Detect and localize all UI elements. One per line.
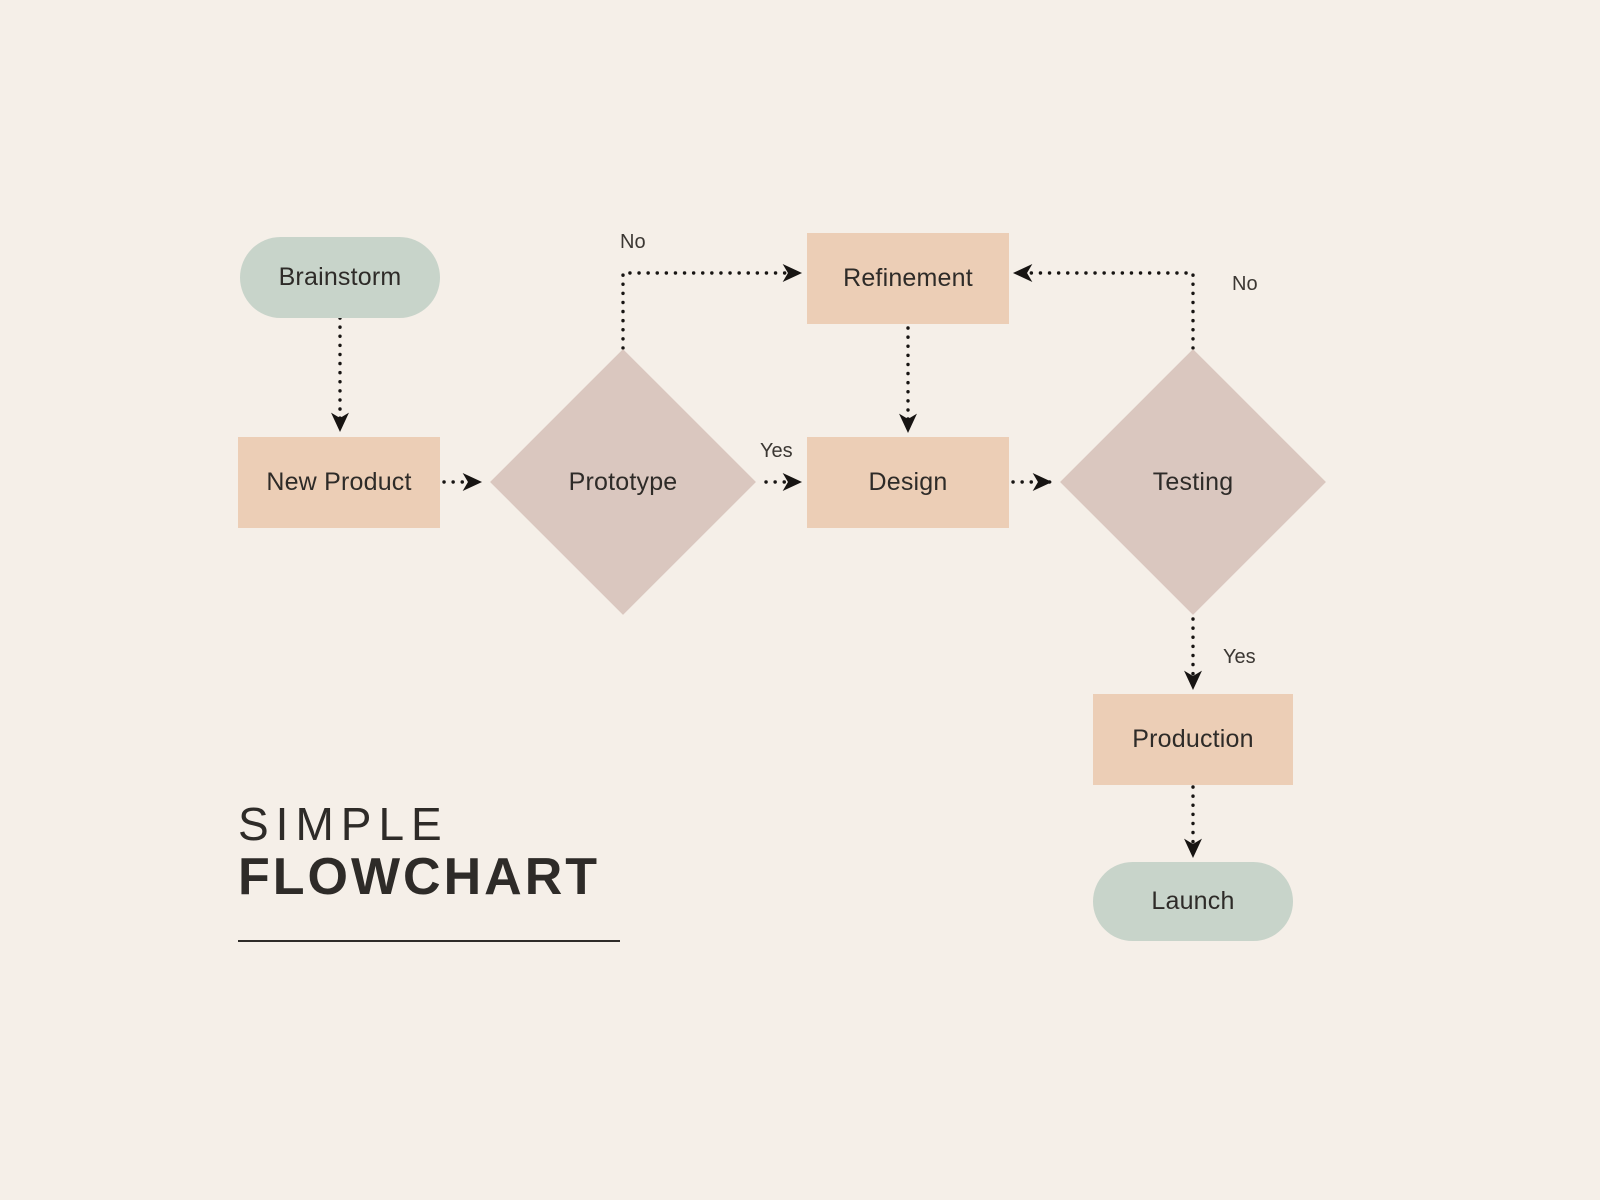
node-launch[interactable]: Launch [1093,862,1293,941]
node-prototype-label: Prototype [568,467,678,496]
page-title-line1: SIMPLE [238,798,449,850]
node-brainstorm[interactable]: Brainstorm [240,237,440,318]
node-production-label: Production [1132,725,1254,753]
node-production[interactable]: Production [1093,694,1293,785]
node-launch-label: Launch [1151,887,1235,915]
edge-label-no-testing: No [1232,273,1258,295]
node-testing[interactable]: Testing [1060,349,1326,615]
node-design-label: Design [868,468,948,496]
node-brainstorm-label: Brainstorm [278,263,402,291]
edge-label-yes-production: Yes [1223,646,1256,668]
title-underline-rule [238,940,620,942]
node-new-product-label: New Product [266,468,412,496]
edge-testing-no-refinement [1012,264,1195,350]
title-block: SIMPLE FLOWCHART [238,800,600,907]
node-testing-label: Testing [1152,467,1234,496]
page-title-line2: FLOWCHART [238,848,601,907]
node-new-product[interactable]: New Product [238,437,440,528]
node-prototype[interactable]: Prototype [490,349,756,615]
edge-label-no-prototype: No [620,231,646,253]
node-refinement-label: Refinement [843,264,973,292]
edge-label-yes-design: Yes [760,440,793,462]
edge-prototype-no-refinement [621,264,803,350]
testing-text-wrap: Testing [1099,388,1287,576]
node-refinement[interactable]: Refinement [807,233,1009,324]
prototype-text-wrap: Prototype [529,388,717,576]
node-design[interactable]: Design [807,437,1009,528]
